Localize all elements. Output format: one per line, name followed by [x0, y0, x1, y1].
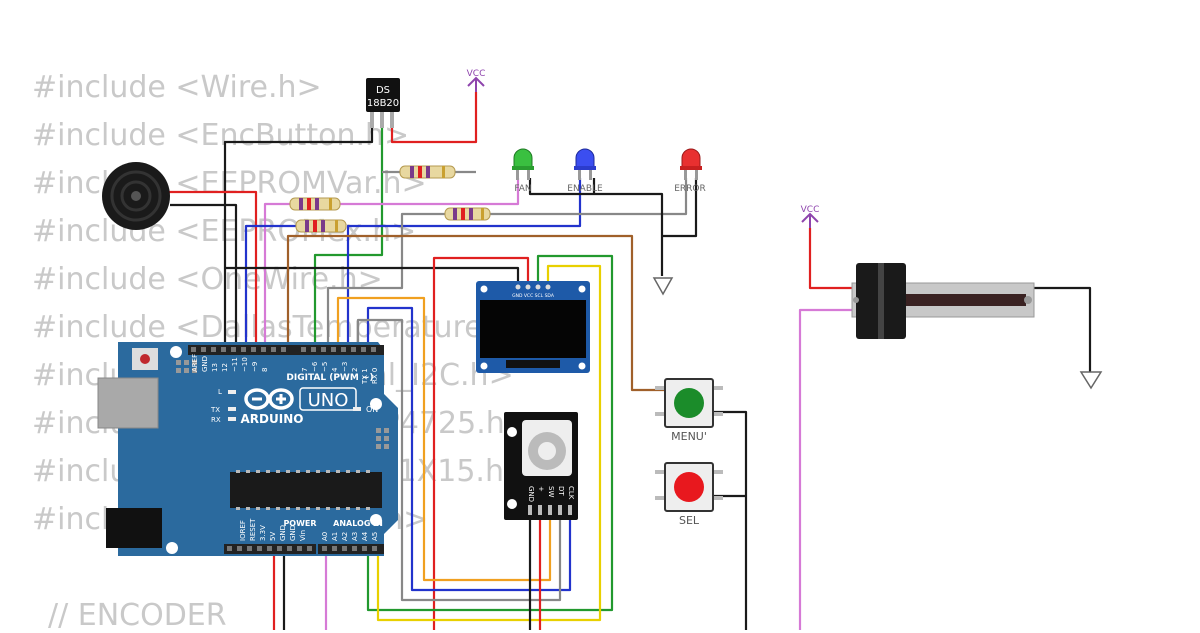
menu-button-label: MENU' — [671, 430, 707, 443]
wire-buttons-gnd[interactable] — [714, 410, 748, 630]
sel-button[interactable] — [655, 462, 723, 512]
arduino-pin-label: 5V — [269, 532, 277, 541]
encoder-pin-label: + — [537, 486, 545, 492]
wire-enc-dt[interactable] — [356, 318, 562, 602]
arduino-brand: ARDUINO — [241, 412, 304, 426]
led-enable-label: ENABLE — [567, 184, 603, 194]
resistor-error[interactable] — [444, 207, 491, 221]
sensor-label-2: 18B20 — [367, 98, 399, 109]
menu-button[interactable] — [655, 378, 723, 428]
wire-buzzer-a[interactable] — [150, 190, 258, 350]
buzzer[interactable] — [102, 162, 170, 230]
encoder-pin-label: GND — [527, 486, 535, 502]
gnd-symbol-pot — [1079, 371, 1103, 390]
arduino-pin-label: RX 0 — [371, 368, 379, 384]
sensor-label-1: DS — [376, 85, 390, 96]
wire-led-fan[interactable] — [263, 178, 520, 350]
arduino-rx-label: RX — [211, 416, 221, 424]
led-error-label: ERROR — [674, 184, 706, 194]
arduino-pin-label: ~10 — [241, 357, 249, 372]
sel-button-label: SEL — [679, 514, 700, 527]
arduino-pin-label: 12 — [221, 363, 229, 372]
encoder-pin-label: CLK — [567, 486, 575, 500]
arduino-pin-label: 13 — [211, 363, 219, 372]
wire-led-error[interactable] — [326, 178, 688, 350]
wire-pot-vcc[interactable] — [808, 228, 852, 290]
oled-pin-labels: GND VCC SCL SDA — [512, 293, 555, 299]
arduino-power-label: POWER — [283, 519, 316, 528]
arduino-pin-label: ~6 — [311, 361, 319, 372]
arduino-analog-label: ANALOG IN — [333, 519, 383, 528]
wire-oled-scl[interactable] — [366, 254, 614, 612]
encoder-pin-label: SW — [547, 486, 555, 497]
led-error[interactable] — [680, 148, 702, 180]
wire-menu-button[interactable] — [286, 234, 664, 392]
arduino-on-label: ON — [366, 405, 378, 414]
arduino-uno[interactable]: UNO ARDUINO DIGITAL (PWM ~) ANALOG IN PO… — [97, 342, 398, 556]
encoder-pin-label: DT — [557, 486, 565, 496]
arduino-pin-label: GND — [279, 525, 287, 541]
wires — [150, 92, 1092, 630]
gnd-symbol-led — [652, 277, 674, 296]
wire-enc-clk[interactable] — [366, 306, 572, 592]
arduino-pin-label: 4 — [331, 367, 339, 372]
wire-sensor-vcc[interactable] — [390, 92, 478, 144]
vcc-symbol-top — [467, 76, 485, 92]
arduino-digital-label: DIGITAL (PWM ~) — [286, 373, 373, 383]
rotary-encoder[interactable]: CLK DT SW + GND — [504, 412, 578, 520]
arduino-pin-label: ~11 — [231, 357, 239, 372]
arduino-pin-label: A0 — [321, 532, 329, 541]
code-line: #include <Wire.h> — [32, 70, 322, 105]
arduino-l-label: L — [218, 388, 222, 396]
oled-display[interactable]: GND VCC SCL SDA — [476, 281, 590, 373]
arduino-pin-label: ~5 — [321, 362, 329, 372]
arduino-pin-label: GND — [289, 525, 297, 541]
resistor-fan[interactable] — [289, 197, 341, 211]
arduino-pin-label: RESET — [249, 518, 257, 541]
arduino-pin-label: ~3 — [341, 362, 349, 372]
arduino-pin-label: 3.3V — [259, 525, 267, 541]
arduino-pin-label: Vin — [299, 530, 307, 541]
arduino-logo-icon — [244, 388, 294, 410]
wire-buzzer-b[interactable] — [170, 203, 238, 350]
resistor-enable[interactable] — [295, 219, 347, 233]
code-comment: // ENCODER — [48, 598, 227, 633]
wire-oled-vcc[interactable] — [432, 256, 530, 630]
arduino-pin-label: 2 — [351, 368, 359, 372]
resistor-pullup[interactable] — [399, 165, 456, 179]
arduino-pin-label: A4 — [361, 531, 369, 541]
arduino-pin-label: TX 1 — [361, 368, 369, 385]
wire-led-gnd[interactable] — [528, 178, 698, 276]
wire-gnd-bus[interactable] — [226, 266, 520, 283]
arduino-pin-label: ~9 — [251, 362, 259, 372]
arduino-pin-label: A2 — [341, 532, 349, 541]
arduino-pin-label: IOREF — [239, 520, 247, 541]
arduino-pin-label: A5 — [371, 532, 379, 541]
led-fan[interactable] — [512, 148, 534, 180]
wire-sensor-gnd[interactable] — [223, 128, 374, 350]
wire-pot-gnd[interactable] — [1034, 286, 1092, 372]
wire-enc-sw[interactable] — [336, 296, 552, 582]
arduino-model: UNO — [308, 390, 349, 411]
vcc-label-top: VCC — [467, 69, 486, 79]
arduino-pin-label: A1 — [331, 532, 339, 541]
slide-potentiometer[interactable] — [851, 263, 1035, 339]
wire-led-enable-res[interactable] — [244, 224, 296, 350]
ds18b20-sensor[interactable]: DS 18B20 — [366, 78, 400, 128]
vcc-label-right: VCC — [801, 205, 820, 215]
led-fan-label: FAN — [514, 184, 531, 194]
wire-pot-signal[interactable] — [798, 308, 852, 630]
vcc-symbol-right — [801, 212, 819, 228]
arduino-tx-label: TX — [210, 406, 220, 414]
arduino-pin-label: A3 — [351, 532, 359, 541]
arduino-pin-label: 7 — [301, 368, 309, 372]
arduino-pin-label: 8 — [261, 368, 269, 372]
wire-oled-sda[interactable] — [376, 264, 602, 622]
arduino-pin-label: GND — [201, 356, 209, 372]
arduino-pin-label: AREF — [191, 354, 199, 372]
led-enable[interactable] — [574, 148, 596, 180]
